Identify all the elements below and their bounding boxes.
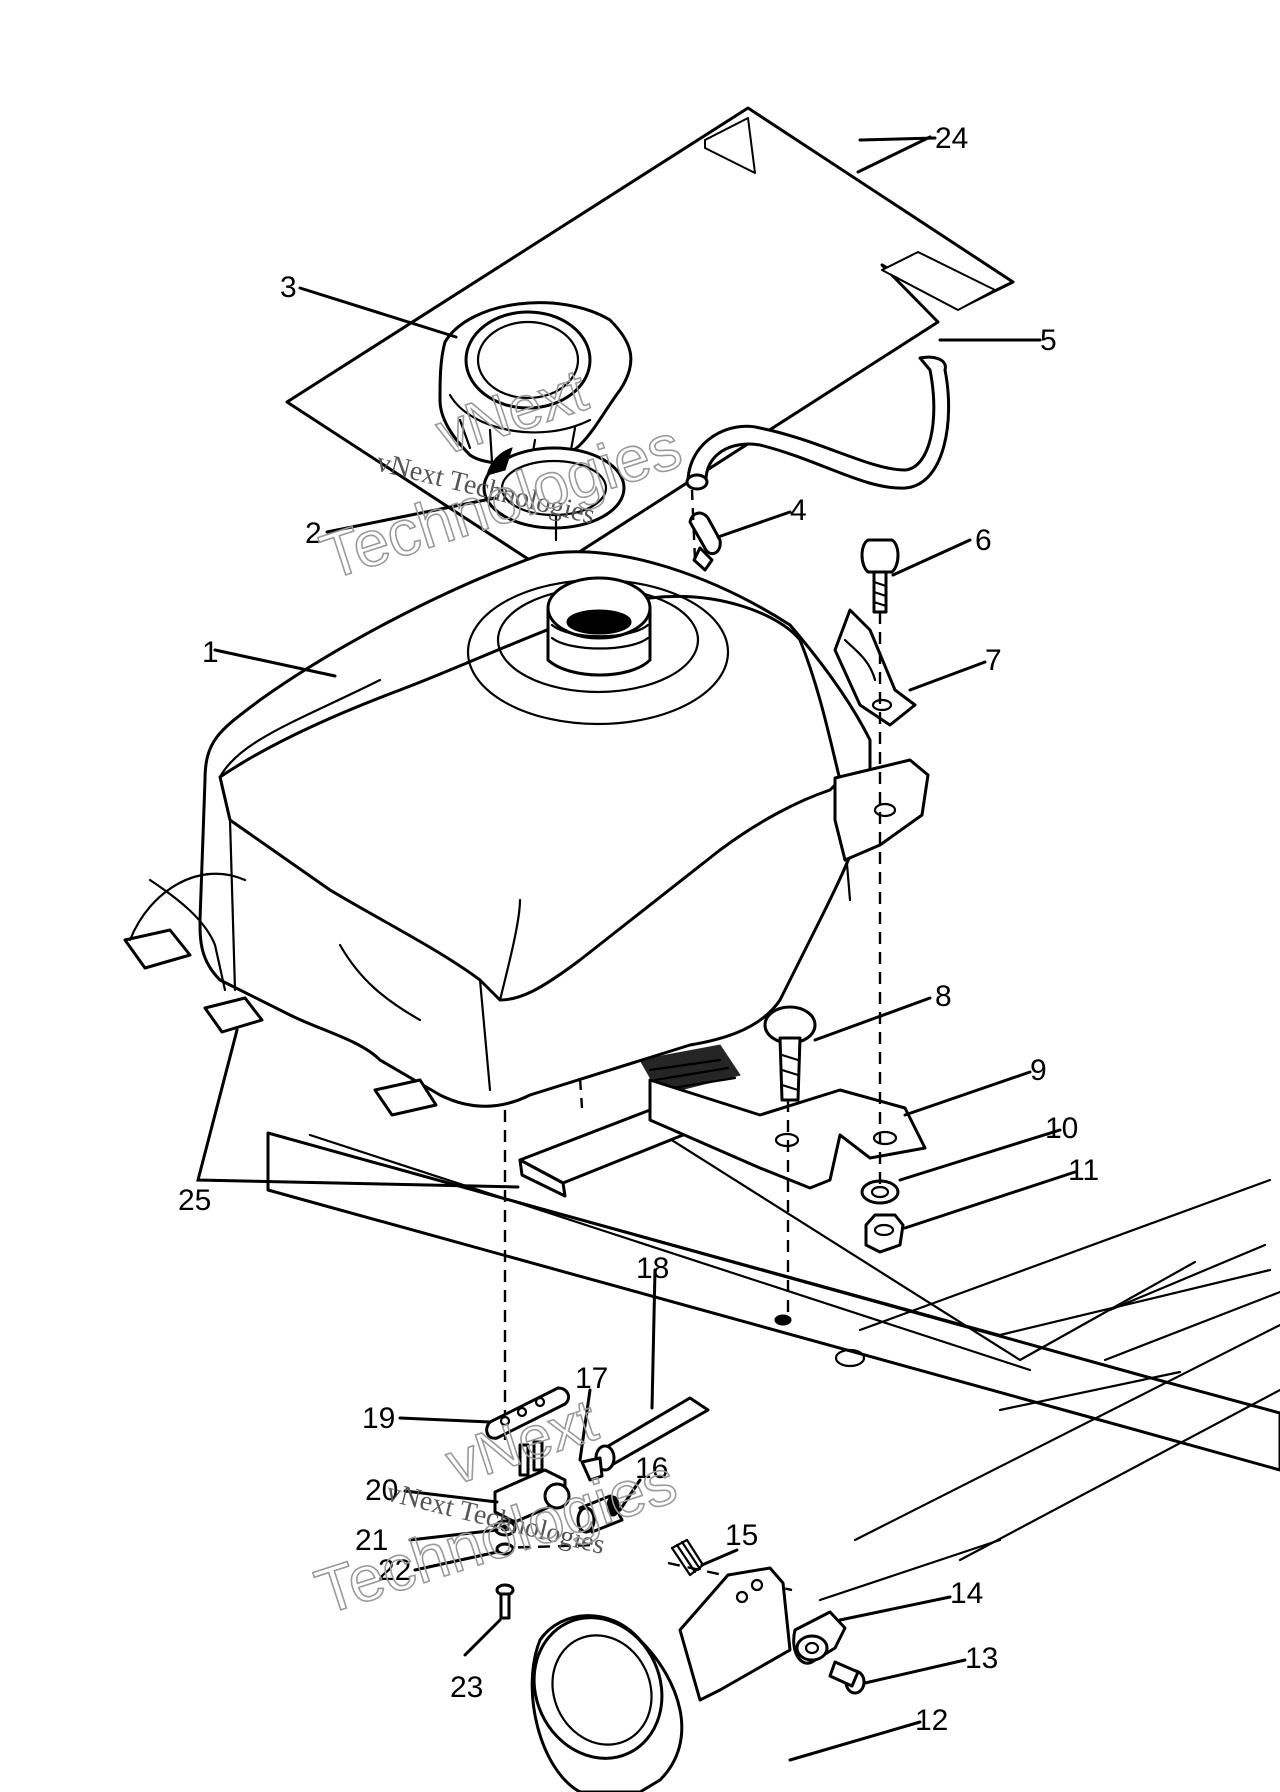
gasket-ring-2 <box>482 446 626 542</box>
frame-rails <box>266 1118 1280 1602</box>
callout-3: 3 <box>280 271 297 304</box>
callout-10: 10 <box>1045 1112 1078 1145</box>
callout-1: 1 <box>202 636 219 669</box>
callout-12: 12 <box>915 1704 948 1737</box>
fuel-tank-1 <box>123 550 930 1117</box>
callout-16: 16 <box>635 1452 668 1485</box>
fuel-line-18 <box>580 1396 710 1482</box>
callout-23: 23 <box>450 1671 483 1704</box>
leader-lines <box>196 135 1077 1762</box>
nut-11 <box>864 1213 905 1254</box>
carriage-bolt-8 <box>763 1005 817 1102</box>
callout-11: 11 <box>1068 1154 1099 1187</box>
callout-18: 18 <box>636 1252 669 1285</box>
callout-25: 25 <box>178 1184 211 1217</box>
pad-sheet-24 <box>285 106 1015 574</box>
callout-labels: 24 3 5 2 4 6 1 7 8 9 10 11 25 18 17 19 1… <box>178 122 1099 1737</box>
callout-14: 14 <box>950 1577 983 1610</box>
fuel-valve-20 <box>493 1440 571 1524</box>
bracket-9 <box>648 1078 927 1190</box>
callout-22: 22 <box>378 1554 411 1587</box>
knob-14 <box>792 1610 847 1665</box>
callout-2: 2 <box>305 517 322 550</box>
callout-7: 7 <box>985 644 1002 677</box>
callout-13: 13 <box>965 1642 998 1675</box>
callout-9: 9 <box>1030 1054 1047 1087</box>
callout-6: 6 <box>975 524 992 557</box>
vent-hose-5 <box>685 355 951 491</box>
callout-19: 19 <box>362 1402 395 1435</box>
callout-5: 5 <box>1040 324 1057 357</box>
callout-8: 8 <box>935 980 952 1013</box>
callout-4: 4 <box>790 494 807 527</box>
fuel-cap-3 <box>438 301 633 472</box>
washer-10 <box>860 1179 900 1205</box>
callout-20: 20 <box>365 1474 398 1507</box>
bracket-7 <box>833 608 917 727</box>
callout-24: 24 <box>935 122 968 155</box>
tank-pads-25 <box>518 1108 690 1198</box>
screw-13 <box>828 1660 866 1695</box>
bolt-6 <box>860 538 900 614</box>
callout-17: 17 <box>575 1362 608 1395</box>
spring-15 <box>670 1538 705 1577</box>
front-bracket-12 <box>530 1566 792 1792</box>
fitting-16 <box>576 1494 624 1534</box>
mount-plate-19 <box>485 1386 570 1440</box>
callout-21: 21 <box>355 1524 388 1557</box>
vent-fitting-4 <box>688 511 722 572</box>
callout-15: 15 <box>725 1519 758 1552</box>
fasteners-21-22-23 <box>493 1519 517 1620</box>
